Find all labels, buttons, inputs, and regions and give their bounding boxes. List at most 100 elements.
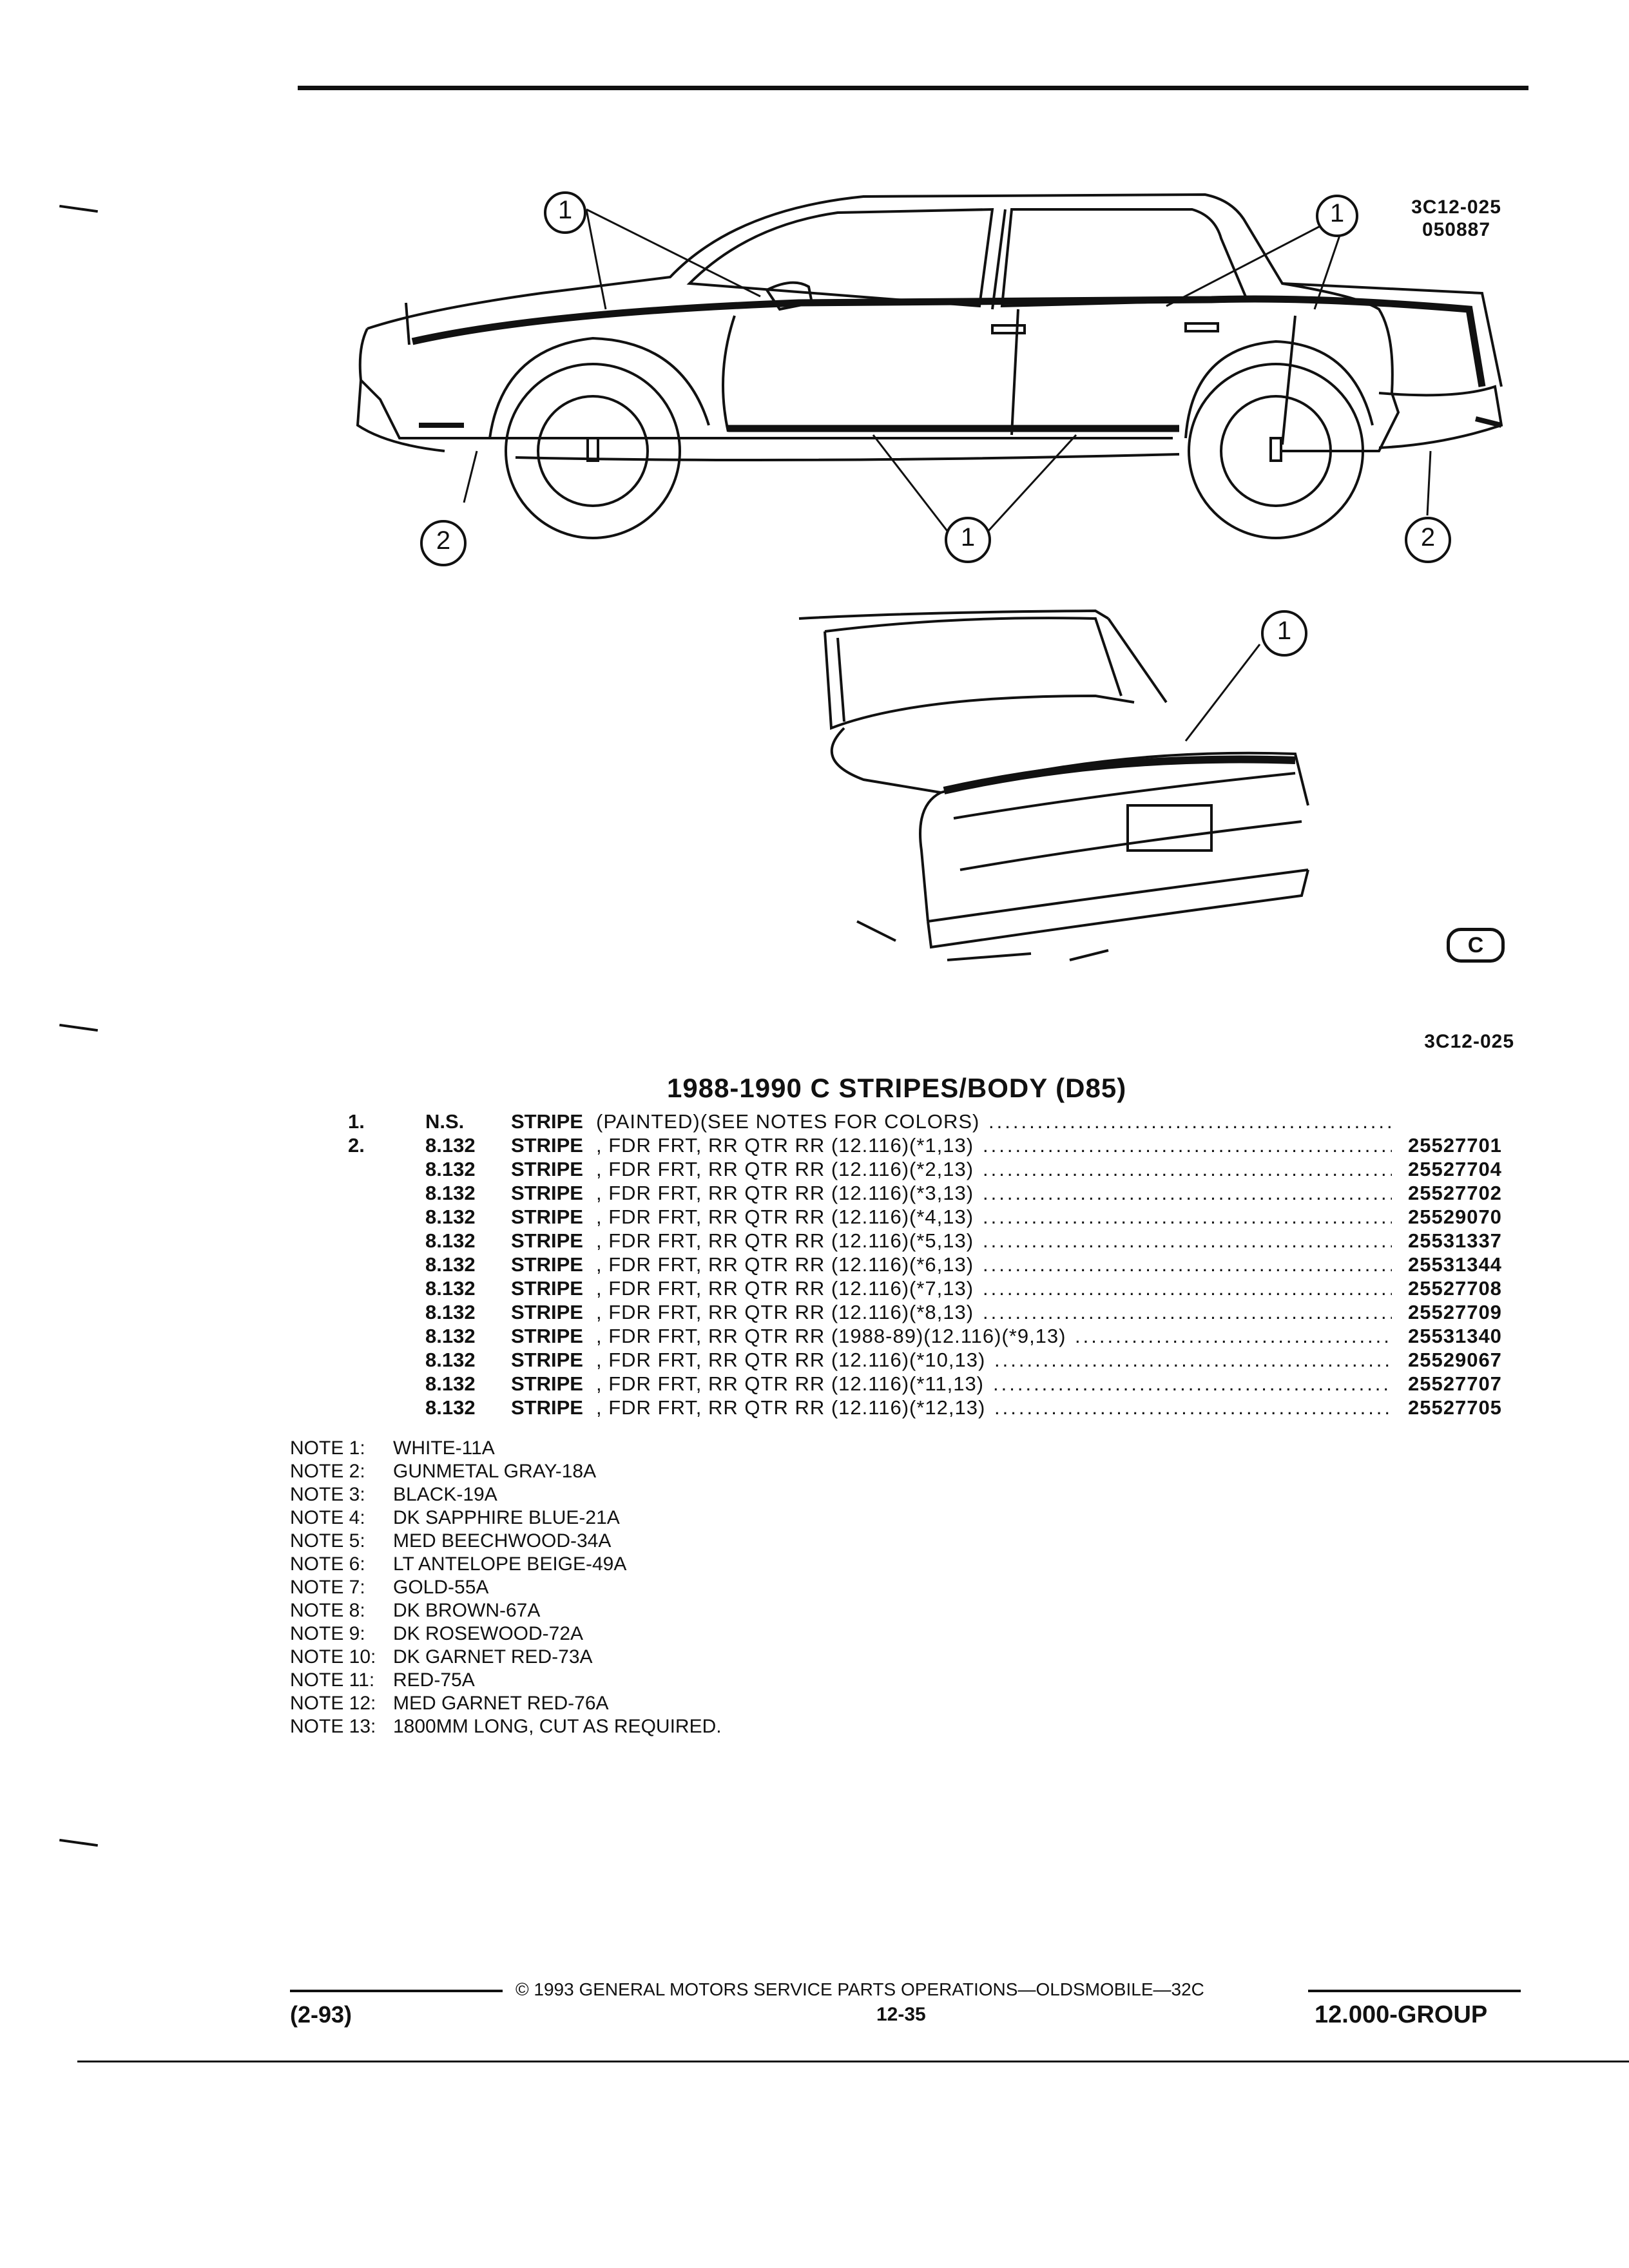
- note-label: NOTE 6:: [290, 1553, 365, 1575]
- note-row: NOTE 6: LT ANTELOPE BEIGE-49A: [290, 1553, 722, 1576]
- note-text: DK BROWN-67A: [393, 1600, 541, 1621]
- note-row: NOTE 7:GOLD-55A: [290, 1576, 722, 1599]
- top-rule: [298, 86, 1528, 90]
- car-side-view-illustration: [356, 193, 1503, 549]
- part-number: 25527705: [1408, 1396, 1502, 1419]
- part-number: 25527707: [1408, 1372, 1502, 1395]
- dot-leader: ........................................…: [994, 1349, 1392, 1371]
- callout-1-rocker: [945, 517, 991, 563]
- callout-1-rear-view-label: 1: [1277, 617, 1292, 645]
- part-number: 25529067: [1408, 1349, 1502, 1371]
- callout-2-front-label: 2: [436, 526, 451, 555]
- callout-1-top-right-label: 1: [1329, 199, 1345, 227]
- note-label: NOTE 11:: [290, 1669, 375, 1691]
- note-row: NOTE 13: 1800MM LONG, CUT AS REQUIRED.: [290, 1715, 722, 1738]
- part-description: , FDR FRT, RR QTR RR (12.116)(*8,13): [596, 1301, 974, 1323]
- footer-page-number: 12-35: [876, 2004, 926, 2025]
- part-number: 25527708: [1408, 1277, 1502, 1300]
- note-text: WHITE-11A: [393, 1437, 495, 1459]
- dot-leader: ........................................…: [983, 1277, 1392, 1300]
- part-description: , FDR FRT, RR QTR RR (12.116)(*3,13): [596, 1182, 974, 1204]
- note-label: NOTE 5:: [290, 1530, 365, 1552]
- part-number: 25531340: [1408, 1325, 1502, 1347]
- footer-date: (2-93): [290, 2001, 352, 2028]
- note-row: NOTE 11:RED-75A: [290, 1669, 722, 1692]
- reference-number: 8.132: [425, 1158, 476, 1180]
- margin-mark-3: [59, 1838, 98, 1847]
- dot-leader: ........................................…: [988, 1110, 1392, 1133]
- part-name: STRIPE: [511, 1396, 583, 1419]
- part-description: , FDR FRT, RR QTR RR (12.116)(*2,13): [596, 1158, 974, 1180]
- figure-code: 3C12-025: [1424, 1031, 1514, 1052]
- note-text: MED BEECHWOOD-34A: [393, 1530, 612, 1552]
- item-number: 2.: [348, 1134, 365, 1157]
- part-name: STRIPE: [511, 1229, 583, 1252]
- callout-1-rocker-label: 1: [960, 523, 976, 552]
- reference-number: 8.132: [425, 1206, 476, 1228]
- margin-mark-1: [59, 204, 98, 213]
- reference-number: 8.132: [425, 1396, 476, 1419]
- callout-1-top-right: [1316, 195, 1358, 237]
- note-label: NOTE 7:: [290, 1577, 365, 1598]
- dot-leader: ........................................…: [983, 1134, 1392, 1157]
- reference-number: N.S.: [425, 1110, 465, 1133]
- part-description: , FDR FRT, RR QTR RR (12.116)(*5,13): [596, 1229, 974, 1252]
- dot-leader: ........................................…: [983, 1158, 1392, 1180]
- part-name: STRIPE: [511, 1372, 583, 1395]
- part-name: STRIPE: [511, 1325, 583, 1347]
- parts-list: 1. N.S. STRIPE (PAINTED)(SEE NOTES FOR COLO…: [325, 1110, 1524, 1419]
- dot-leader: ........................................…: [993, 1372, 1392, 1395]
- part-name: STRIPE: [511, 1349, 583, 1371]
- part-description: (PAINTED)(SEE NOTES FOR COLORS): [596, 1110, 980, 1133]
- part-name: STRIPE: [511, 1253, 583, 1276]
- part-description: , FDR FRT, RR QTR RR (12.116)(*6,13): [596, 1253, 974, 1276]
- part-description: , FDR FRT, RR QTR RR (12.116)(*11,13): [596, 1372, 985, 1395]
- part-number: 25531337: [1408, 1229, 1502, 1252]
- note-row: NOTE 1:WHITE-11A: [290, 1437, 722, 1460]
- section-title: 1988-1990 C STRIPES/BODY (D85): [667, 1073, 1127, 1103]
- dot-leader: ........................................…: [994, 1396, 1392, 1419]
- part-description: , FDR FRT, RR QTR RR (12.116)(*10,13): [596, 1349, 986, 1371]
- footer-rule-right: [1308, 1990, 1521, 1992]
- note-row: NOTE 8: DK BROWN-67A: [290, 1599, 722, 1622]
- margin-mark-2: [59, 1023, 98, 1032]
- dot-leader: ........................................…: [983, 1253, 1392, 1276]
- note-label: NOTE 13:: [290, 1716, 376, 1737]
- item-number: 1.: [348, 1110, 365, 1133]
- part-description: , FDR FRT, RR QTR RR (12.116)(*1,13): [596, 1134, 974, 1157]
- gm-logo-mark: C: [1447, 928, 1505, 963]
- note-text: 1800MM LONG, CUT AS REQUIRED.: [393, 1716, 722, 1737]
- reference-number: 8.132: [425, 1325, 476, 1347]
- callout-1-rear-view: [1261, 610, 1307, 657]
- part-name: STRIPE: [511, 1110, 583, 1133]
- part-description: , FDR FRT, RR QTR RR (12.116)(*7,13): [596, 1277, 974, 1300]
- note-label: NOTE 12:: [290, 1693, 376, 1714]
- illustration-code: 3C12-025: [1411, 197, 1501, 218]
- part-number: 25527701: [1408, 1134, 1502, 1157]
- dot-leader: ........................................…: [983, 1301, 1392, 1323]
- note-label: NOTE 8:: [290, 1600, 365, 1621]
- bottom-rule: [77, 2061, 1629, 2062]
- note-text: MED GARNET RED-76A: [393, 1693, 609, 1714]
- illustration-date-code: 050887: [1422, 219, 1491, 240]
- note-text: LT ANTELOPE BEIGE-49A: [393, 1553, 627, 1575]
- callout-1-top-left-label: 1: [557, 196, 573, 224]
- car-rear-view-illustration: [798, 609, 1309, 961]
- note-row: NOTE 2:GUNMETAL GRAY-18A: [290, 1460, 722, 1483]
- part-number: 25527702: [1408, 1182, 1502, 1204]
- dot-leader: ........................................…: [983, 1206, 1392, 1228]
- note-row: NOTE 10:DK GARNET RED-73A: [290, 1646, 722, 1669]
- reference-number: 8.132: [425, 1182, 476, 1204]
- table-row: 1. N.S. STRIPE (PAINTED)(SEE NOTES FOR COLO…: [325, 1110, 1524, 1133]
- part-number: 25527709: [1408, 1301, 1502, 1323]
